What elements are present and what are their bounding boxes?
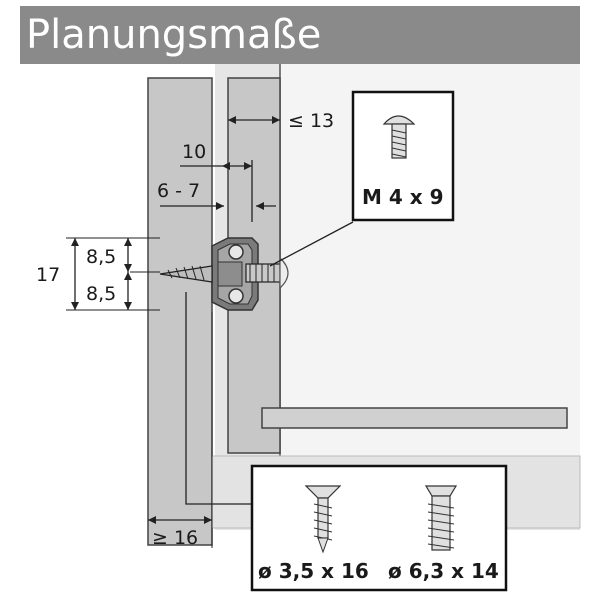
dim-bottom-width: ≥ 16 — [152, 527, 198, 549]
dim-top-gap: ≤ 13 — [288, 110, 334, 132]
cabinet-side-wall — [147, 77, 213, 546]
dim-10: 10 — [182, 141, 206, 163]
machine-screw-icon — [382, 115, 416, 159]
wood-screws-box: ø 3,5 x 16 ø 6,3 x 14 — [250, 464, 508, 592]
title-bar: Planungsmaße — [20, 6, 580, 64]
wood-screw-1-label: ø 3,5 x 16 — [258, 559, 369, 583]
machine-screw-in-drawer — [245, 256, 289, 290]
machine-screw-box: M 4 x 9 — [351, 90, 455, 222]
chipboard-screw-icon — [424, 485, 458, 551]
dim-17: 17 — [36, 264, 60, 286]
page-title: Planungsmaße — [26, 12, 322, 58]
dim-8-5-bottom: 8,5 — [86, 283, 116, 305]
dim-6-7: 6 - 7 — [157, 180, 200, 202]
wood-screw-2-label: ø 6,3 x 14 — [388, 559, 499, 583]
drawer-bottom-rail — [261, 407, 568, 429]
countersunk-screw-icon — [304, 485, 342, 554]
wood-screw-in-wall — [159, 265, 213, 283]
dim-8-5-top: 8,5 — [86, 246, 116, 268]
machine-screw-label: M 4 x 9 — [362, 185, 444, 209]
runner-profile — [211, 237, 259, 311]
